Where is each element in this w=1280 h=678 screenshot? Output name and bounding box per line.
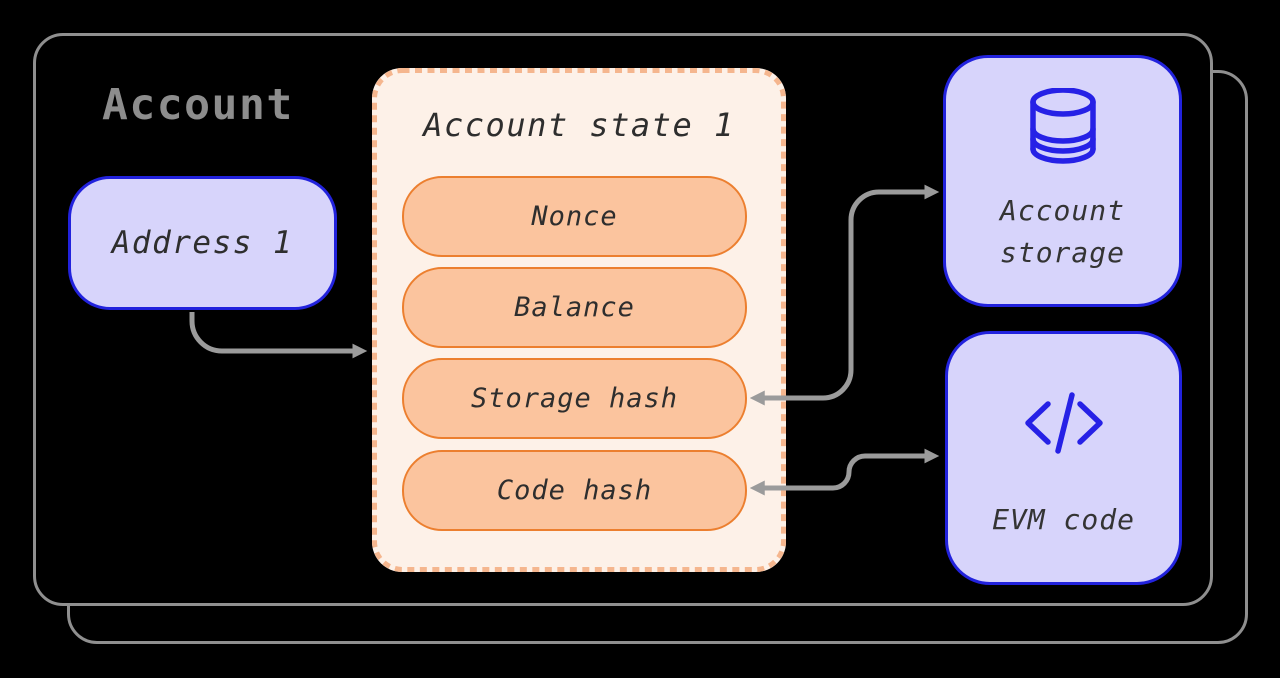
state-field-balance: Balance	[402, 267, 747, 348]
state-field-label: Balance	[514, 292, 635, 323]
account-state-title: Account state 1	[423, 106, 735, 144]
state-field-storage-hash: Storage hash	[402, 358, 747, 439]
account-storage-label: Account storage	[1000, 190, 1125, 274]
state-field-label: Code hash	[496, 475, 653, 506]
account-storage-node: Account storage	[943, 55, 1182, 307]
address-node: Address 1	[68, 176, 337, 310]
evm-code-node: EVM code	[945, 331, 1182, 585]
state-field-label: Nonce	[531, 201, 618, 232]
account-storage-label-line1: Account	[999, 194, 1125, 227]
state-field-label: Storage hash	[470, 383, 679, 414]
database-icon	[1029, 88, 1096, 164]
address-node-label: Address 1	[111, 225, 294, 261]
evm-code-label: EVM code	[992, 503, 1135, 536]
account-storage-label-line2: storage	[999, 236, 1125, 269]
account-card-title: Account	[102, 80, 294, 130]
code-icon	[1024, 392, 1103, 454]
state-field-code-hash: Code hash	[402, 450, 747, 531]
account-state-panel: Account state 1 Nonce Balance Storage ha…	[372, 68, 786, 572]
state-field-nonce: Nonce	[402, 176, 747, 257]
